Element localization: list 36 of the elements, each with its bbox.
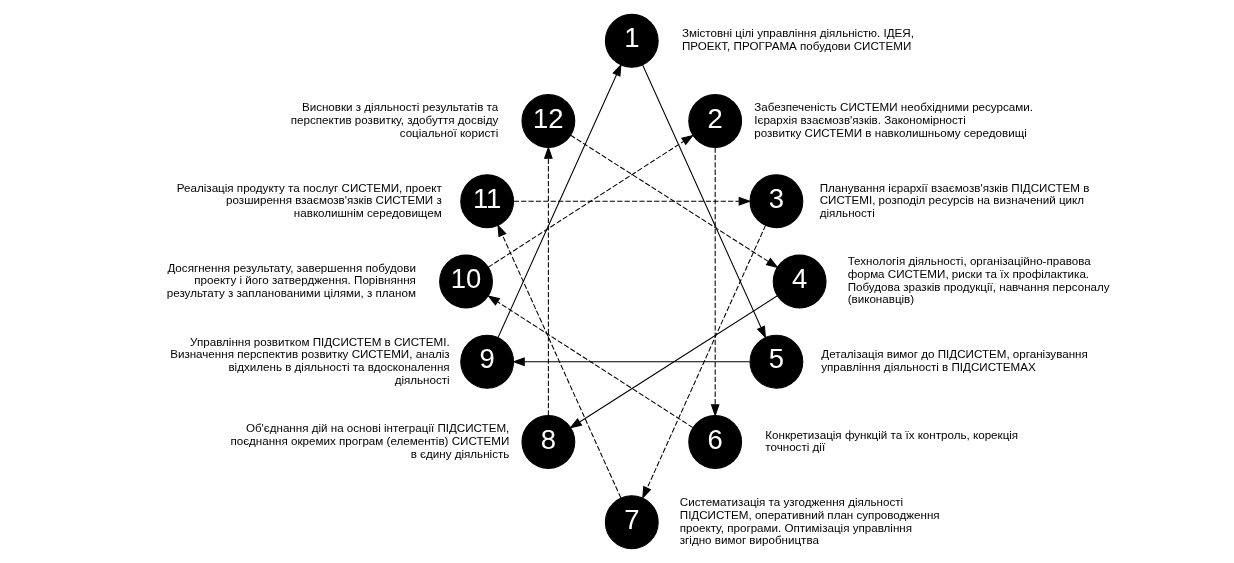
node-label: Планування ієрархії взаємозв'язків ПІДСИСТЕМ в СИСТЕМІ, розподіл ресурсів на визначений цикл діяльності	[819, 180, 1090, 219]
node-circle: 5	[749, 334, 804, 389]
node-circle: 10	[439, 254, 493, 309]
node-circle: 8	[521, 415, 576, 469]
node-label: Забезпеченість СИСТЕМИ необхідними ресурсами. Ієрархія взаємозв'язків. Закономірності розвитку СИСТЕМИ в навколишньому середовищі	[754, 100, 1033, 139]
node-label: Досягнення результату, завершення побудови проекту і його затвердження. Порівняння результату з запланованими цілями, з планом	[166, 260, 416, 300]
node-label: Об'єднання дій на основі інтеграції ПІДСИСТЕМ, поєднання окремих програм (елементів) СИСТЕМИ в єдину діяльність	[230, 421, 510, 460]
node-circle: 3	[749, 174, 804, 229]
arrow	[642, 224, 767, 500]
node-circle: 7	[604, 495, 659, 550]
node-circle: 6	[688, 415, 743, 469]
node-label: Технологія діяльності, організаційно-правова форма СИСТЕМИ, риски та їх профілактика. Побудова зразків продукції, навчання персоналу (виконавців)	[847, 254, 1110, 306]
arrow	[642, 64, 767, 339]
node-label: Деталізація вимог до ПІДСИСТЕМ, організування управління діяльності в ПІДСИСТЕМАХ	[821, 347, 1088, 374]
node-circle: 4	[772, 254, 827, 309]
arrow	[512, 357, 751, 367]
node-circle: 1	[604, 13, 659, 68]
arrow	[497, 63, 622, 338]
node-label: Змістовні цілі управління діяльністю. ІДЕЯ, ПРОЕКТ, ПРОГРАМА побудови СИСТЕМИ	[681, 26, 914, 53]
arrow	[487, 295, 694, 429]
arrow	[569, 295, 778, 429]
node-label: Систематизація та узгодження діяльності ПІДСИСТЕМ, оперативний план супроводження проекту, програми. Оптимізація управління згідно вимог виробництва	[679, 495, 940, 547]
arrow	[487, 134, 694, 268]
arrow	[570, 134, 779, 269]
node-label: Реалізація продукту та послуг СИСТЕМИ, проект розширення взаємозв'язків СИСТЕМИ з навколишнім середовищем	[176, 180, 442, 219]
node-circle: 12	[521, 94, 576, 148]
node-circle: 9	[460, 334, 515, 389]
arrow	[497, 223, 622, 499]
arrow	[543, 145, 553, 416]
arrow	[513, 196, 752, 206]
node-label: Конкретизація функцій та їх контроль, корекція точності дії	[765, 427, 1019, 454]
node-circle: 11	[460, 174, 515, 229]
node-label: Висновки з діяльності результатів та перспектив розвитку, здобуття досвіду соціальної користі	[290, 100, 499, 139]
node-circle: 2	[688, 94, 743, 148]
node-label: Управління розвитком ПІДСИСТЕМ в СИСТЕМІ. Визначення перспектив розвитку СИСТЕМИ, аналіз відхилень в діяльності та вдосконалення діяльності	[170, 334, 450, 386]
arrow	[710, 147, 720, 417]
